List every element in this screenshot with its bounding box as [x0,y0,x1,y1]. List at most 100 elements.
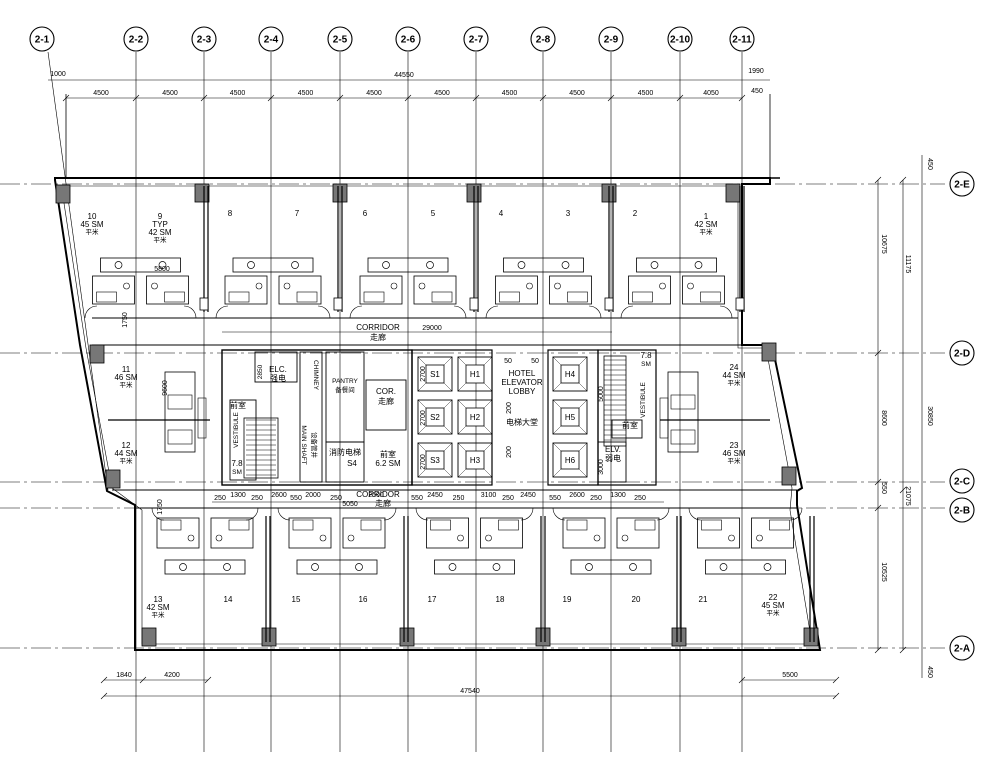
vestibule-right-area-unit: SM [641,361,651,368]
door-swing [317,305,331,319]
room-number-8: 8 [228,209,233,218]
dim-tick [676,94,684,102]
grid-bubble-label: 2-4 [264,35,279,46]
cor-label: COR. [376,387,396,396]
room-number-16: 16 [359,595,368,604]
grid-bubble-2-6 [395,26,421,52]
bathroom-right [210,517,254,549]
dim-south-row: 2500 [368,492,384,499]
bathtub [167,429,193,445]
vestibule-left-label: VESTIBULE [233,411,240,447]
door-jamb [333,297,343,311]
dim-2700: 2700 [420,410,427,426]
dim-bay: 4500 [93,90,109,97]
washbasin-counter [296,559,378,575]
elevator-label: ELEVATOR [501,378,543,387]
dim-1750: 1750 [122,312,129,328]
grid-bubble-label: 2-C [954,477,970,488]
toilet [215,534,223,542]
room-number-15: 15 [292,595,301,604]
lift-car [417,356,453,392]
basin [382,261,390,269]
room-number-1: 1 [704,212,709,221]
bathtub [567,291,588,303]
lift-label-S2: S2 [430,413,440,422]
lift-label-S3: S3 [430,456,440,465]
room-number-18: 18 [496,595,505,604]
basin [311,563,319,571]
grid-bubble-label: 2-E [954,180,970,191]
stair-right [603,355,627,447]
structural-column [781,466,797,486]
exterior-wall [54,177,822,651]
grid-bubble-2-10 [667,26,693,52]
grid-bubble-2-D [949,340,975,366]
structural-column [194,183,210,203]
door-jamb [735,297,745,311]
room-number-9: 9 [158,212,163,221]
lift-label-bg [465,364,485,384]
bathroom-left [224,275,268,305]
door-jamb [199,297,209,311]
door-swing [719,305,733,319]
building-walls [54,94,822,651]
anteroom-label: 前室 [380,449,396,459]
dim-5800: 5800 [154,266,170,273]
dim-south-row: 1300 [610,492,626,499]
door-swing [415,507,429,521]
bathroom-left [495,275,538,305]
hotel-label: HOTEL [509,369,536,378]
grid-bubble-2-4 [258,26,284,52]
door-swing [215,305,229,319]
room-area: 42 SM [148,228,171,237]
bathtub [96,291,117,303]
grid-bubble-2-3 [191,26,217,52]
dim-tick [472,94,480,102]
main-shaft-label-cn: 设备管井 [310,432,319,459]
lift-car [457,356,493,392]
basin [517,261,526,269]
room-area: 42 SM [146,603,169,612]
dim-tick [738,94,746,102]
dim-bottom-left-a: 1840 [116,672,132,679]
basin [561,261,570,269]
dim-50: 50 [531,358,539,365]
lift-label-H4: H4 [565,370,576,379]
door-swing [656,507,670,521]
dim-bay: 4050 [703,90,719,97]
dim-tick [404,94,412,102]
toilet [187,534,195,542]
vestibule-right-area: 7.8 [640,351,652,360]
room-area: 44 SM [722,371,745,380]
elc-dim: 2850 [257,364,264,379]
room-number-11: 11 [122,365,131,374]
room-area-unit: 平米 [154,235,168,244]
lift-label-H3: H3 [470,456,481,465]
grid-bubble-label: 2-8 [536,35,551,46]
room-number-7: 7 [295,209,300,218]
grid-bubble-2-5 [327,26,353,52]
bathtub [700,291,721,303]
dim-bottom-right: 5500 [782,672,798,679]
dim-right-lower-outer: 21075 [904,486,911,506]
structural-column [725,183,741,203]
structural-column [261,627,277,647]
elv-label-cn: 弱电 [605,453,621,463]
room-number-5: 5 [431,209,436,218]
guest-rooms [84,186,815,642]
dim-south-row: 250 [453,495,465,502]
room-area-unit: 平米 [728,378,742,387]
room-area-unit: 平米 [767,608,781,617]
cor-label-cn: 走廊 [378,396,394,406]
bathtub [670,394,696,410]
bathtub [228,519,250,531]
washbasin-counter [434,559,515,575]
basin [448,563,457,571]
dim-1750: 1750 [157,499,164,515]
toilet [756,534,763,542]
dim-total-top: 44550 [394,72,414,79]
lift-label-H2: H2 [470,413,481,422]
dim-bay: 4500 [162,90,178,97]
washbasin-counter [503,257,584,273]
side-bathroom [667,371,699,453]
